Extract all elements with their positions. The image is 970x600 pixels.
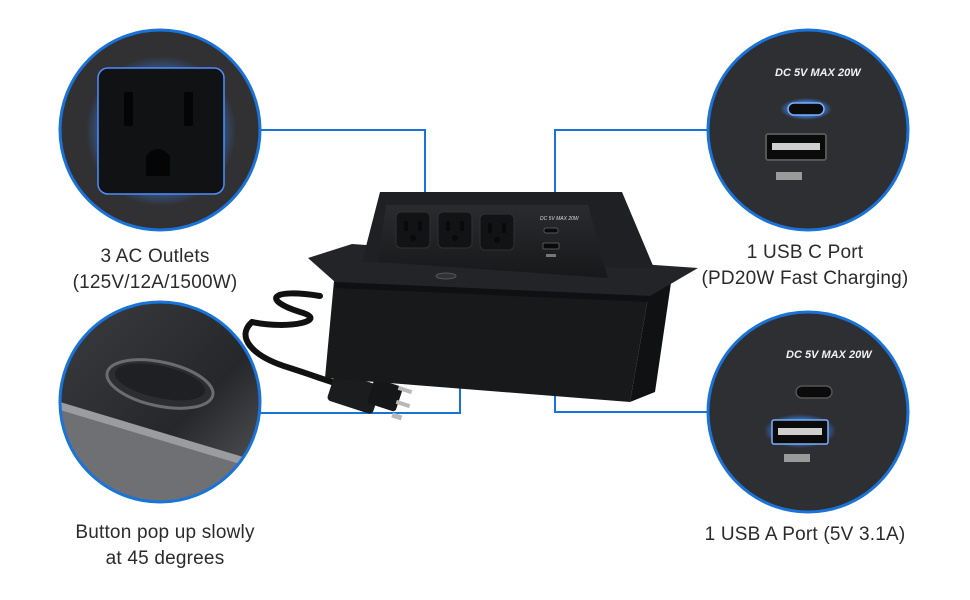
usbc-zoom-text: DC 5V MAX 20W (775, 67, 862, 79)
button-label-line2: at 45 degrees (105, 548, 225, 569)
plug (327, 372, 413, 421)
usba-zoom-text: DC 5V MAX 20W (786, 349, 873, 361)
usb-c-label-line1: 1 USB C Port (746, 242, 864, 263)
device-outlets (395, 211, 515, 251)
usb-c-label-line2: (PD20W Fast Charging) (701, 268, 909, 289)
device-panel-text: DC 5V MAX 20W (540, 216, 580, 222)
usb-a-port-icon (765, 133, 827, 161)
button-label-line1: Button pop up slowly (75, 522, 255, 543)
device-popup-button (435, 272, 457, 280)
usb-c-port-icon (780, 98, 832, 120)
power-box-device: DC 5V MAX 20W (308, 192, 698, 402)
usb-a-label-line1: 1 USB A Port (5V 3.1A) (704, 524, 906, 545)
zoom-usb-a: DC 5V MAX 20W (706, 310, 910, 514)
button-label: Button pop up slowly at 45 degrees (40, 520, 290, 572)
zoom-ac-outlet (58, 28, 262, 232)
usb-c-label: 1 USB C Port (PD20W Fast Charging) (680, 240, 930, 292)
ac-outlets-label-line1: 3 AC Outlets (100, 246, 210, 267)
ac-outlets-label: 3 AC Outlets (125V/12A/1500W) (40, 244, 270, 296)
power-cord (242, 290, 348, 389)
ac-outlets-label-line2: (125V/12A/1500W) (72, 272, 238, 293)
usb-a-label: 1 USB A Port (5V 3.1A) (680, 522, 930, 548)
ac-outlet-icon (124, 92, 193, 176)
zoom-usb-c: DC 5V MAX 20W (706, 28, 910, 232)
push-button-icon (105, 358, 215, 410)
zoom-popup-button (58, 300, 262, 504)
